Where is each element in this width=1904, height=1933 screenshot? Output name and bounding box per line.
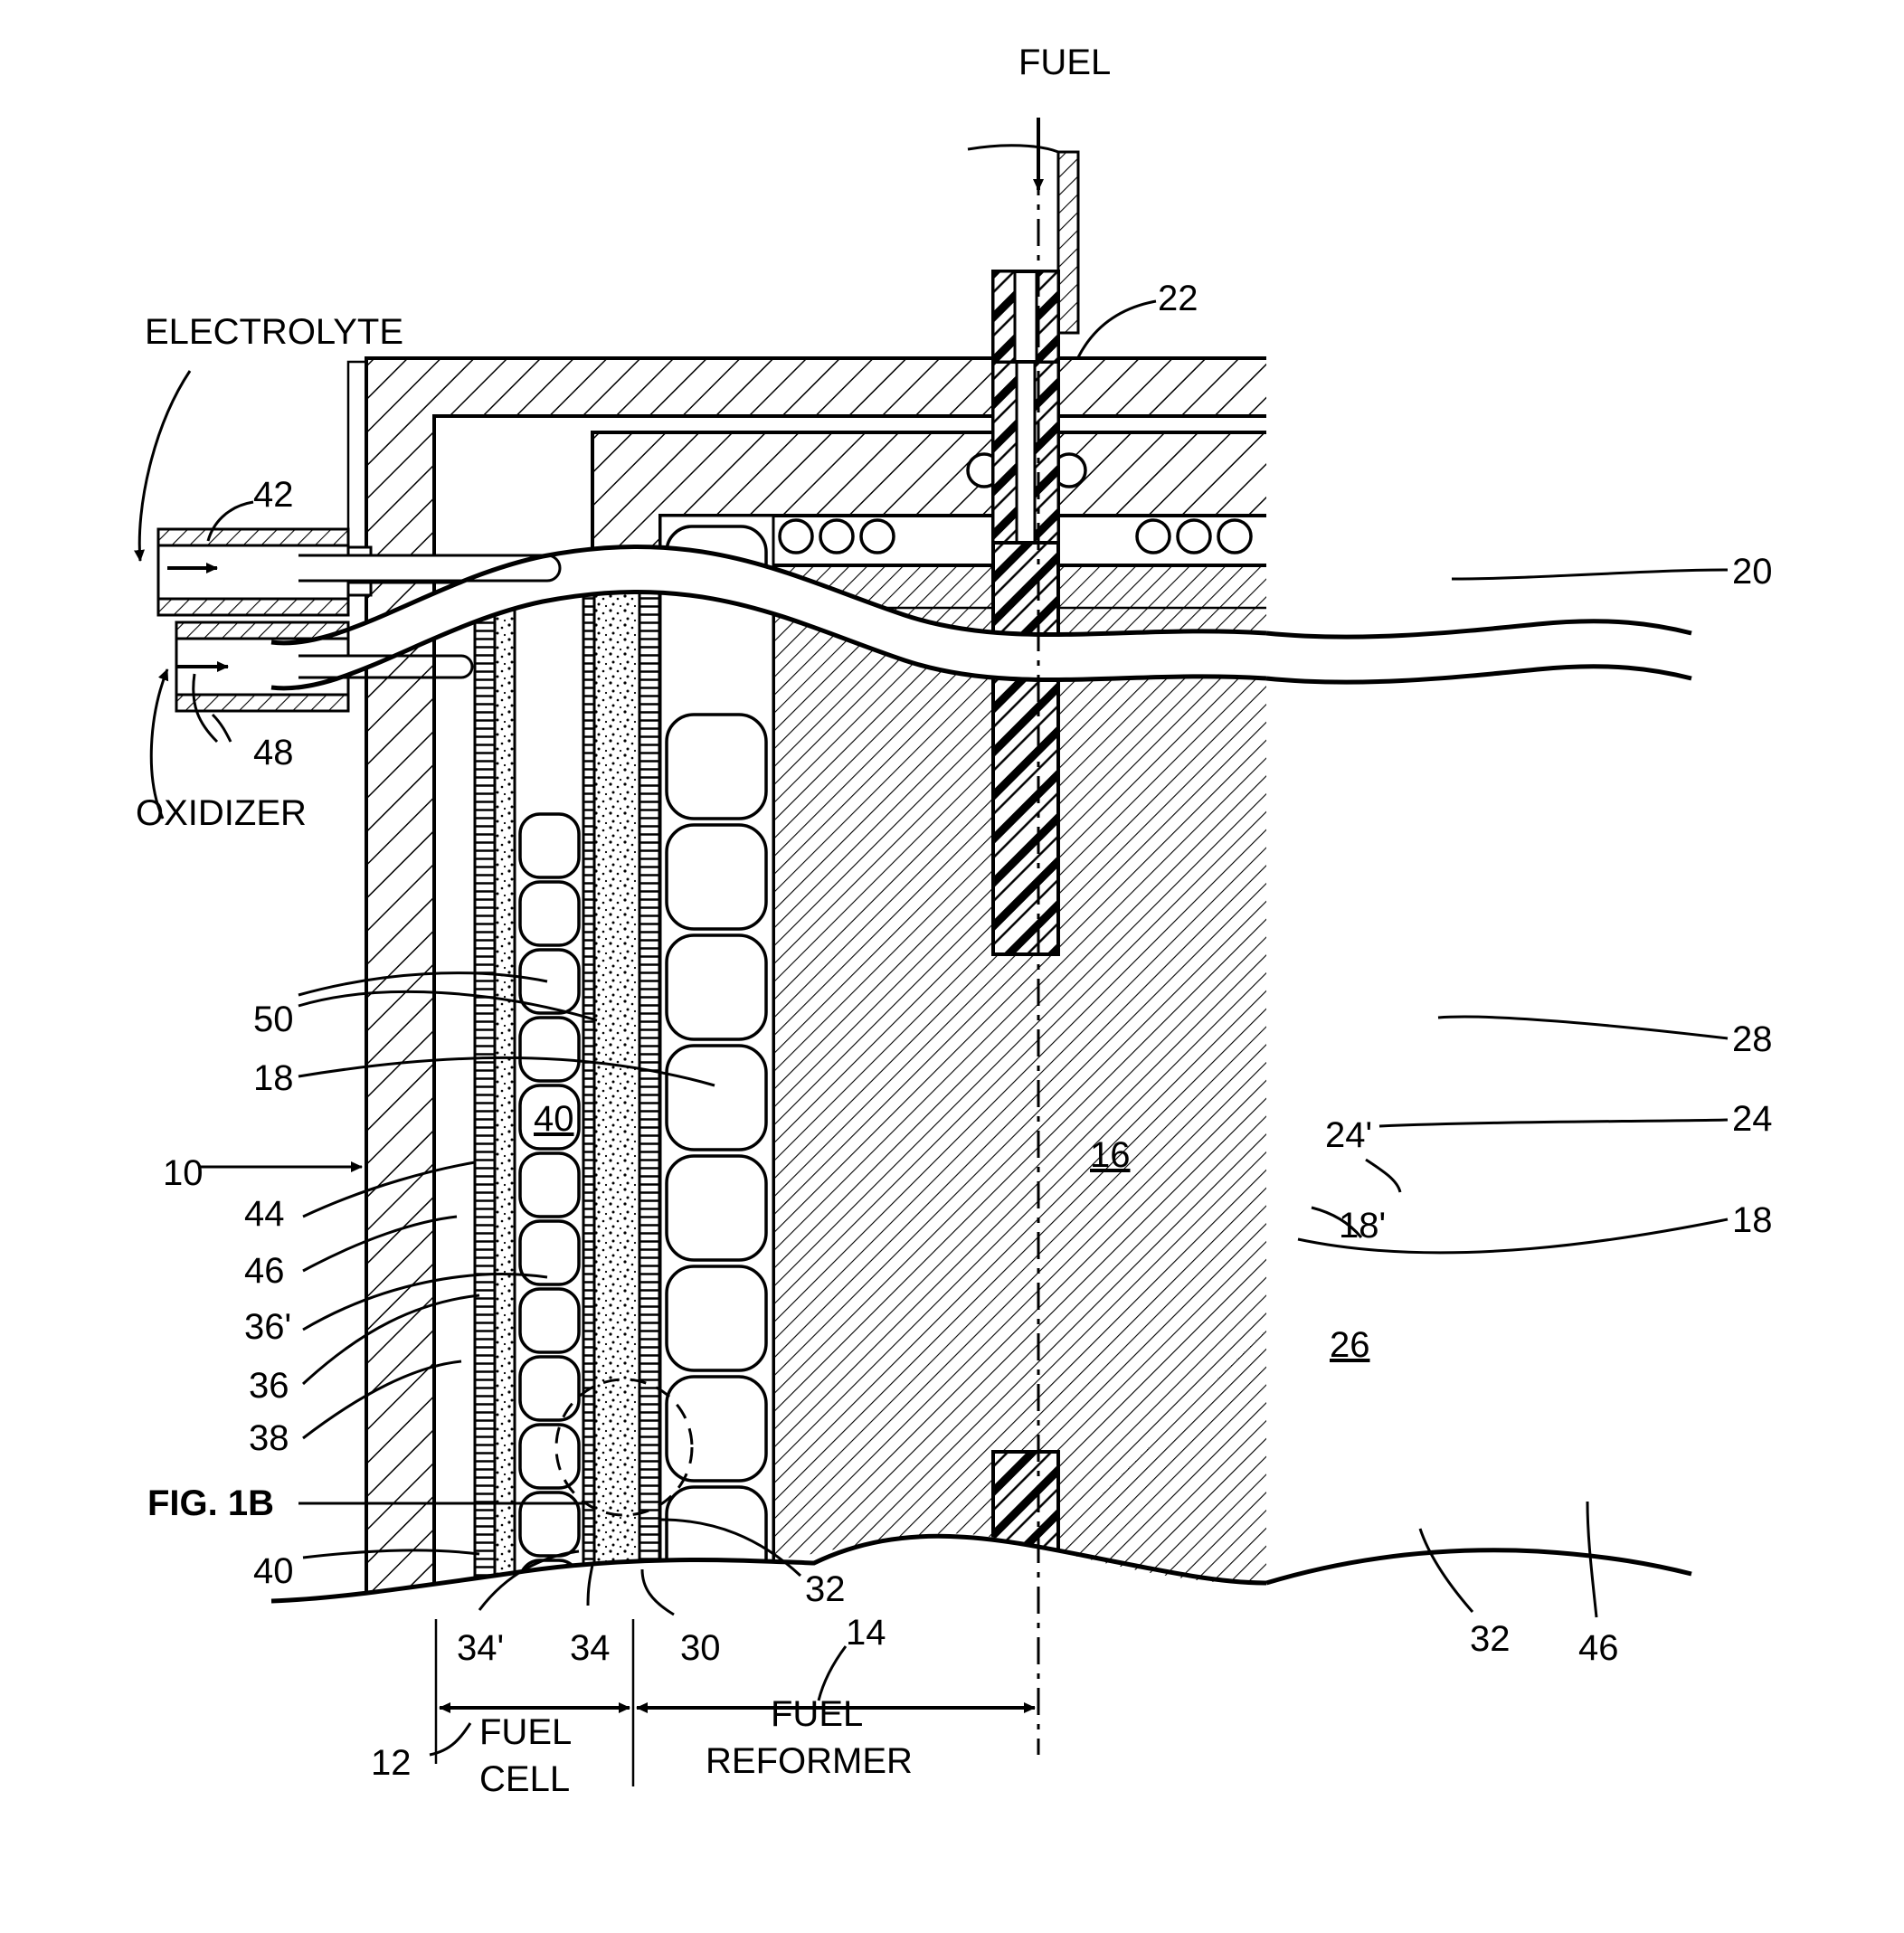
label-fuel: FUEL: [1018, 43, 1111, 82]
label-fuel-cell-line2: CELL: [479, 1759, 570, 1799]
ref-34-prime: 34': [457, 1628, 504, 1668]
ref-50: 50: [253, 1000, 294, 1039]
ref-44: 44: [244, 1194, 285, 1234]
ref-34: 34: [570, 1628, 611, 1668]
ref-18-right: 18: [1732, 1200, 1773, 1240]
ref-46-left: 46: [244, 1251, 285, 1291]
ref-12: 12: [371, 1743, 412, 1783]
ref-32-mid: 32: [805, 1569, 846, 1609]
ref-36: 36: [249, 1366, 289, 1406]
ref-46-right: 46: [1578, 1628, 1619, 1668]
ref-24: 24: [1732, 1099, 1773, 1139]
label-fuel-reformer-line2: REFORMER: [706, 1741, 913, 1781]
ref-32-right: 32: [1470, 1619, 1511, 1659]
ref-18-prime: 18': [1339, 1206, 1386, 1246]
ref-16: 16: [1090, 1135, 1131, 1175]
ref-20: 20: [1732, 552, 1773, 592]
label-fuel-reformer-line1: FUEL: [771, 1694, 863, 1734]
ref-10: 10: [163, 1153, 204, 1193]
ref-14: 14: [846, 1613, 886, 1653]
label-electrolyte: ELECTROLYTE: [145, 312, 403, 352]
label-fuel-cell-line1: FUEL: [479, 1712, 572, 1752]
ref-42: 42: [253, 475, 294, 515]
ref-40-lower: 40: [253, 1551, 294, 1591]
ref-26: 26: [1330, 1325, 1370, 1365]
electrolyte-inlet: [158, 529, 560, 615]
ref-28: 28: [1732, 1019, 1773, 1059]
ref-30: 30: [680, 1628, 721, 1668]
label-oxidizer: OXIDIZER: [136, 793, 307, 833]
ref-40-upper: 40: [534, 1099, 574, 1139]
ref-38: 38: [249, 1418, 289, 1458]
fuel-supply-tube: [968, 118, 1078, 362]
label-fig-1b: FIG. 1B: [147, 1483, 274, 1523]
ref-48: 48: [253, 733, 294, 772]
ref-18-left: 18: [253, 1058, 294, 1098]
ref-24-prime: 24': [1325, 1115, 1372, 1155]
ref-22: 22: [1158, 279, 1198, 318]
ref-36-prime: 36': [244, 1307, 291, 1347]
